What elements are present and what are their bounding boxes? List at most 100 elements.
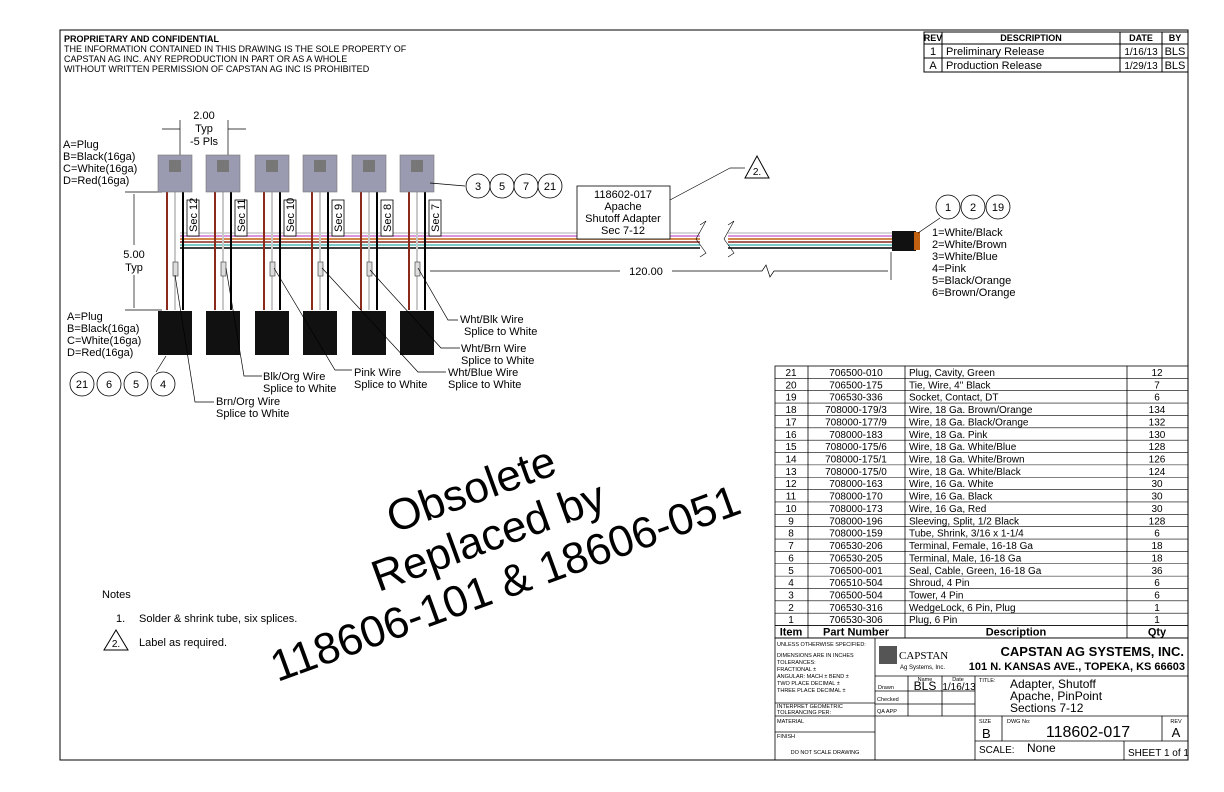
item-balloon	[123, 371, 149, 397]
item-balloon	[960, 194, 986, 220]
drawing-title: Sections 7-12	[1010, 701, 1084, 715]
pinout-line: 3=White/Blue	[932, 251, 998, 263]
note-text: Solder & shrink tube, six splices.	[139, 613, 297, 625]
section-label: Sec 10	[285, 198, 297, 232]
logo-subtext: Ag Systems, Inc.	[900, 665, 945, 671]
six-pin-plug	[892, 231, 916, 251]
bom-cell: 7	[788, 541, 794, 552]
item-balloon	[935, 194, 961, 220]
legend-line: C=White(16ga)	[67, 335, 141, 347]
bom-cell: 708000-163	[829, 479, 883, 490]
obsolete-watermark: Obsolete Replaced by 118606-101 & 18606-…	[264, 437, 747, 692]
label-line: Sec 7-12	[601, 225, 645, 237]
bom-cell: Wire, 18 Ga. Black/Orange	[909, 417, 1029, 428]
section-tag	[331, 199, 345, 237]
size-label: SIZE	[979, 719, 992, 725]
bom-cell: 706500-001	[829, 566, 883, 577]
section-tag	[186, 199, 200, 237]
bom-cell: Description	[986, 627, 1047, 639]
bom-cell: 7	[1154, 380, 1160, 391]
description-header: DESCRIPTION	[1000, 33, 1062, 43]
length-dimension: 120.00	[430, 252, 892, 280]
notes: Notes 1. Solder & shrink tube, six splic…	[102, 589, 297, 651]
checked-label: Checked	[877, 697, 899, 703]
shroud-connector	[303, 311, 337, 355]
callout-text: Pink Wire	[354, 367, 401, 379]
connector-detail	[411, 160, 423, 172]
item-balloon	[537, 173, 563, 199]
bom-cell: Tie, Wire, 4" Black	[909, 380, 992, 391]
legend-line: A=Plug	[67, 311, 103, 323]
tower-connector	[157, 154, 193, 193]
splice-tube	[317, 261, 324, 277]
callout-text: Splice to White	[461, 355, 534, 367]
bom-cell: 706530-336	[829, 393, 883, 404]
company-address: 101 N. KANSAS AVE., TOPEKA, KS 66603	[969, 661, 1185, 673]
splice-tube	[366, 261, 373, 277]
bom-cell: 6	[1154, 578, 1160, 589]
bom-cell: Shroud, 4 Pin	[909, 578, 970, 589]
callout-text: Splice to White	[464, 326, 537, 338]
section-tag	[428, 199, 442, 237]
bom-cell: Plug, Cavity, Green	[909, 368, 995, 379]
rev-desc-cell: Production Release	[946, 60, 1042, 72]
bom-cell: Wire, 18 Ga. White/Black	[909, 467, 1022, 478]
bom-cell: 706530-306	[829, 615, 883, 626]
section-label: Sec 12	[188, 198, 200, 232]
connector-detail	[169, 160, 181, 172]
by-header: BY	[1169, 33, 1182, 43]
scale-value: None	[1027, 741, 1056, 755]
dimension-length: 5.00 Typ	[123, 191, 162, 311]
legend-line: D=Red(16ga)	[63, 175, 129, 187]
bom-cell: 3	[788, 590, 794, 601]
bom-cell: 6	[1154, 393, 1160, 404]
callout-text: Splice to White	[263, 383, 336, 395]
wedgelock	[914, 232, 920, 250]
bom-cell: 5	[788, 566, 794, 577]
splice-tube	[414, 261, 421, 277]
bom-cell: 1	[1154, 603, 1160, 614]
legend-line: C=White(16ga)	[63, 163, 137, 175]
section-label: Sec 7	[430, 204, 442, 232]
bom-cell: 12	[785, 479, 797, 490]
label-line: 118602-017	[594, 189, 652, 201]
top-connector-legend: A=Plug B=Black(16ga) C=White(16ga) D=Red…	[63, 139, 137, 187]
balloon-number: 1	[945, 202, 951, 214]
bom-cell: 706530-316	[829, 603, 883, 614]
callout-text: Splice to White	[448, 379, 521, 391]
break-symbol	[723, 220, 735, 258]
bom-cell: 708000-183	[829, 430, 883, 441]
bom-cell: 18	[785, 405, 797, 416]
balloon-number: 3	[475, 181, 481, 193]
callout-text: Wht/Brn Wire	[461, 343, 526, 355]
tolerance-line: MATERIAL	[777, 719, 804, 725]
bom-cell: 21	[785, 368, 797, 379]
section-tag	[234, 199, 248, 237]
bom-cell: 20	[785, 380, 797, 391]
bom-cell: 708000-177/9	[825, 417, 887, 428]
note-text: Label as required.	[139, 637, 227, 649]
rev-header: REV	[924, 33, 943, 43]
bom-cell: WedgeLock, 6 Pin, Plug	[909, 603, 1016, 614]
tolerance-line: INTERPRET GEOMETRIC	[777, 704, 843, 710]
dimension-note: Typ	[125, 262, 143, 274]
tolerance-line: TOLERANCES:	[777, 660, 816, 666]
item-balloon	[150, 371, 176, 397]
drawn-date: 1/16/13	[942, 682, 976, 693]
bom-cell: 708000-196	[829, 516, 883, 527]
bom-cell: 15	[785, 442, 797, 453]
dimension-value: 2.00	[193, 110, 214, 122]
bom-cell: 36	[1151, 566, 1163, 577]
bom-cell: 708000-179/3	[825, 405, 887, 416]
